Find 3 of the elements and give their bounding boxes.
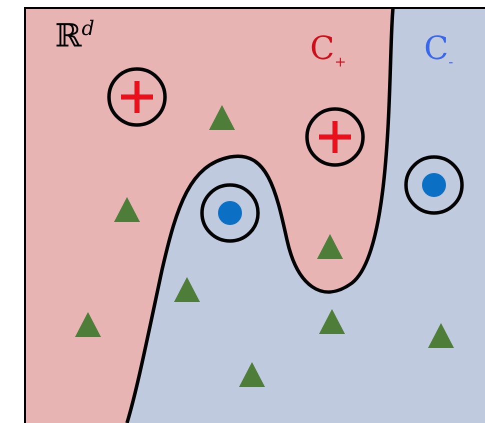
- class-label: C$_{-}$: [424, 32, 454, 70]
- class-label: C$_{+}$: [310, 32, 346, 70]
- space-label: ℝ$^{d}$: [55, 18, 94, 52]
